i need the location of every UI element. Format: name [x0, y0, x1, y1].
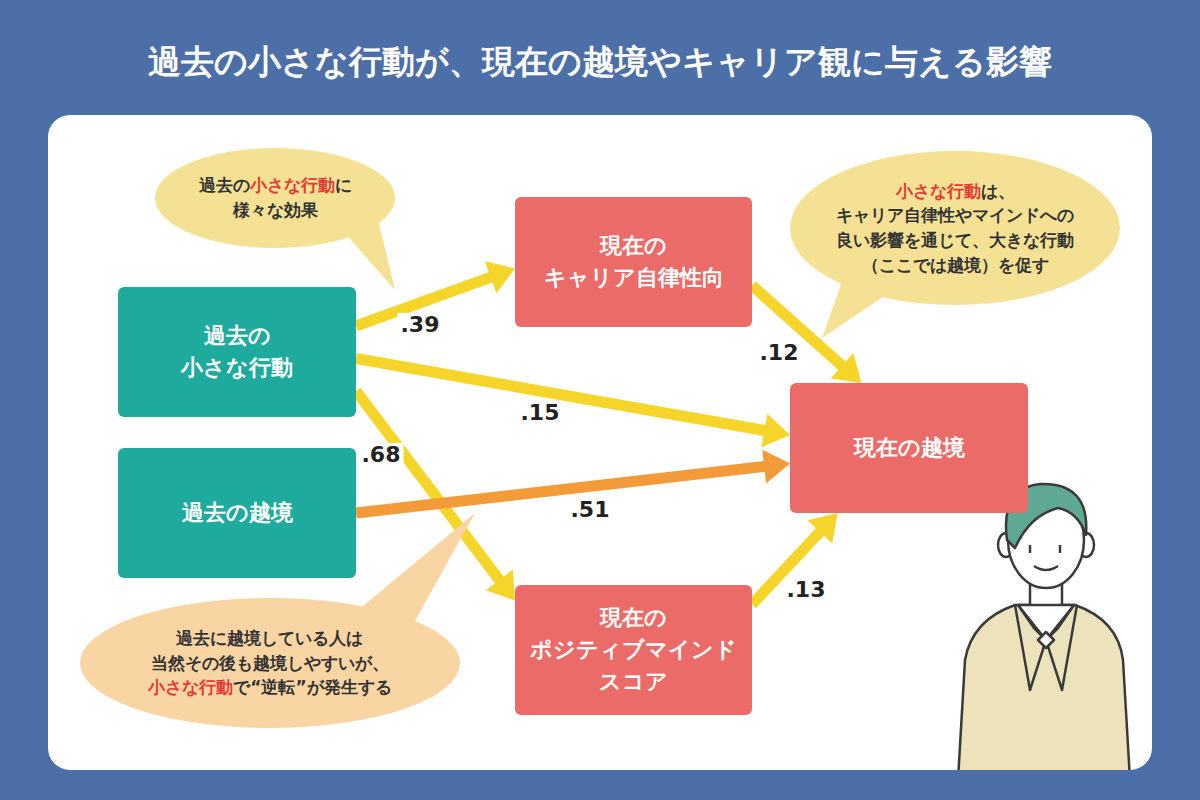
arrow-connector	[752, 513, 838, 605]
callout-text: 過去の小さな行動に 様々な効果	[199, 173, 352, 222]
jacket	[958, 605, 1130, 770]
coefficient-label: .51	[568, 498, 613, 522]
box-label: 過去の 小さな行動	[181, 320, 293, 384]
arrow-head	[485, 261, 515, 293]
arrow-head	[486, 570, 515, 601]
process-box: 現在の キャリア自律性向	[515, 197, 752, 327]
eyes	[1030, 545, 1060, 553]
diagram-title: 過去の小さな行動が、現在の越境やキャリア観に与える影響	[0, 40, 1200, 85]
callout-ellipse	[790, 151, 1120, 305]
bubble-shape	[790, 151, 1120, 305]
coefficient-label: .68	[359, 443, 404, 467]
process-box: 過去の 小さな行動	[118, 287, 356, 417]
arrow-head	[807, 513, 837, 544]
callout-text: 過去に越境している人は 当然その後も越境しやすいが、 小さな行動で“逆転”が発生…	[148, 626, 391, 700]
box-label: 現在の ポジティブマインド スコア	[530, 602, 737, 698]
arrow-shaft	[356, 466, 766, 513]
box-label: 過去の越境	[182, 497, 293, 529]
person	[958, 484, 1130, 770]
arrow-connector	[356, 359, 790, 448]
process-box: 現在の ポジティブマインド スコア	[515, 585, 752, 715]
arrow-head	[761, 414, 790, 447]
lapels	[1015, 605, 1077, 690]
arrow-head	[762, 450, 790, 484]
arrow-head	[831, 353, 862, 383]
callout-ellipse	[80, 598, 460, 728]
process-box: 現在の越境	[790, 383, 1028, 513]
bubble-shape	[155, 148, 395, 248]
coefficient-label: .15	[518, 401, 563, 425]
box-label: 現在の越境	[854, 432, 965, 464]
coefficient-label: .39	[398, 313, 443, 337]
box-label: 現在の キャリア自律性向	[544, 230, 724, 294]
callout-bubble: 過去に越境している人は 当然その後も越境しやすいが、 小さな行動で“逆転”が発生…	[80, 598, 460, 728]
process-box: 過去の越境	[118, 448, 356, 578]
callout-bubble: 小さな行動は、 キャリア自律性やマインドへの 良い影響を通じて、大きな行動 （こ…	[790, 151, 1120, 305]
coefficient-label: .13	[784, 578, 829, 602]
callout-text: 小さな行動は、 キャリア自律性やマインドへの 良い影響を通じて、大きな行動 （こ…	[836, 179, 1074, 278]
callout-ellipse	[155, 148, 395, 248]
arrow-shaft	[356, 359, 766, 431]
mouth	[1034, 566, 1058, 570]
tie-knot	[1038, 632, 1054, 648]
callout-bubble: 過去の小さな行動に 様々な効果	[155, 148, 395, 248]
coefficient-label: .12	[757, 341, 802, 365]
